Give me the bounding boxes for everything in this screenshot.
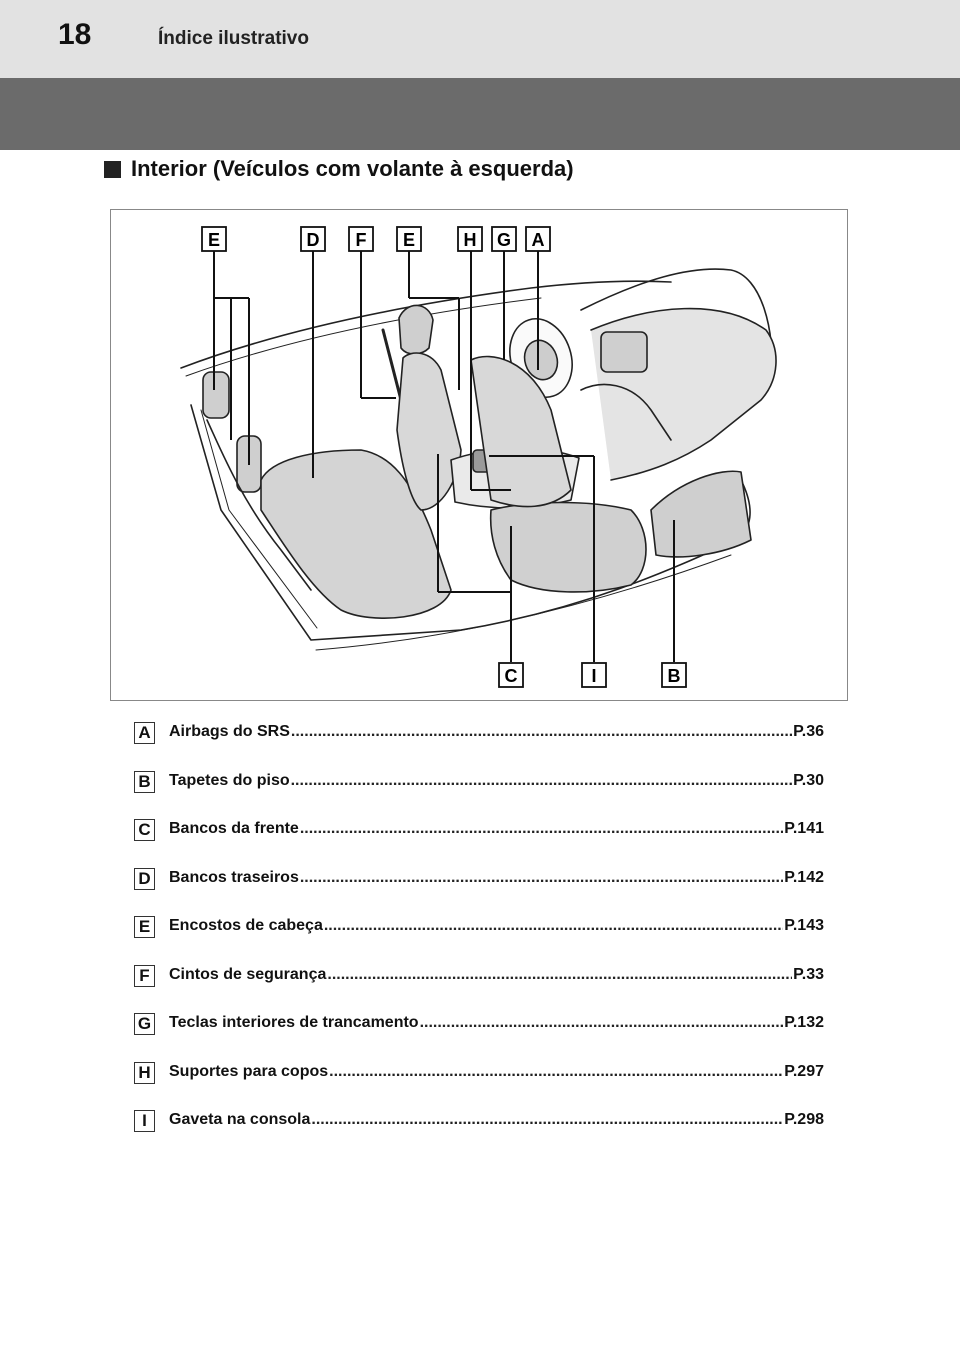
legend-letter: E (134, 916, 155, 938)
legend-item: A Airbags do SRS P.36 (134, 720, 824, 769)
legend-label: Gaveta na consola (169, 1111, 311, 1128)
dot-leader (329, 1060, 783, 1084)
page-reference[interactable]: P.30 (793, 771, 824, 789)
page-reference[interactable]: P.132 (784, 1014, 824, 1031)
callout-label: D (307, 230, 320, 250)
legend-label: Bancos da frente (169, 820, 299, 837)
legend-entry[interactable]: Teclas interiores de trancamento P.132 (169, 1011, 824, 1035)
page-reference[interactable]: P.36 (793, 723, 824, 740)
legend-item: E Encostos de cabeça P.143 (134, 914, 824, 963)
callout-label: C (505, 666, 518, 686)
callout-label: B (668, 666, 681, 686)
page-reference[interactable]: P.141 (784, 820, 824, 837)
legend-letter: C (134, 819, 155, 841)
legend-item: I Gaveta na consola P.298 (134, 1108, 824, 1157)
square-bullet-icon (104, 160, 121, 178)
legend-item: H Suportes para copos P.297 (134, 1060, 824, 1109)
legend-label: Airbags do SRS (169, 723, 290, 740)
legend-entry[interactable]: Airbags do SRS P.36 (169, 720, 824, 744)
legend-letter: A (134, 722, 155, 744)
callout-labels: E D F E H G A C I B (201, 226, 687, 688)
legend-letter: G (134, 1013, 155, 1035)
dot-leader (291, 720, 792, 744)
legend-entry[interactable]: Cintos de segurança P.33 (169, 963, 824, 987)
dot-leader (291, 769, 793, 793)
callout-label: A (532, 230, 545, 250)
legend-letter: H (134, 1061, 155, 1084)
chapter-band (0, 78, 960, 150)
legend-label: Encostos de cabeça (169, 917, 323, 934)
section-title-text: Interior (Veículos com volante à esquerd… (131, 156, 574, 181)
legend-letter: B (134, 770, 155, 793)
legend-item: B Tapetes do piso P.30 (134, 769, 824, 818)
callout-label: H (464, 230, 477, 250)
callout-label: G (497, 230, 511, 250)
legend-label: Suportes para copos (169, 1062, 329, 1080)
legend-entry[interactable]: Bancos traseiros P.142 (169, 866, 824, 890)
page-reference[interactable]: P.33 (793, 965, 824, 983)
callout-label: I (591, 666, 596, 686)
running-head-title: Índice ilustrativo (158, 28, 309, 49)
legend-item: G Teclas interiores de trancamento P.132 (134, 1011, 824, 1060)
dot-leader (327, 963, 792, 987)
legend-list: A Airbags do SRS P.36 B Tapetes do piso … (134, 720, 824, 1157)
running-header: 18 Índice ilustrativo (0, 0, 960, 80)
legend-item: C Bancos da frente P.141 (134, 817, 824, 866)
legend-label: Cintos de segurança (169, 965, 327, 983)
dot-leader (311, 1108, 783, 1132)
legend-label: Teclas interiores de trancamento (169, 1014, 419, 1031)
legend-entry[interactable]: Tapetes do piso P.30 (169, 769, 824, 793)
legend-item: D Bancos traseiros P.142 (134, 866, 824, 915)
callout-label: E (208, 230, 220, 250)
interior-illustration: E D F E H G A C I B (110, 209, 848, 701)
legend-entry[interactable]: Encostos de cabeça P.143 (169, 914, 824, 938)
legend-letter: D (134, 867, 155, 890)
legend-letter: F (134, 964, 155, 987)
callout-label: F (356, 230, 367, 250)
dot-leader (324, 914, 783, 938)
legend-entry[interactable]: Bancos da frente P.141 (169, 817, 824, 841)
page-reference[interactable]: P.297 (784, 1062, 824, 1080)
legend-letter: I (134, 1110, 155, 1132)
page-reference[interactable]: P.298 (784, 1111, 824, 1128)
legend-item: F Cintos de segurança P.33 (134, 963, 824, 1012)
dot-leader (420, 1011, 784, 1035)
legend-label: Tapetes do piso (169, 771, 290, 789)
callout-label: E (403, 230, 415, 250)
legend-label: Bancos traseiros (169, 868, 299, 886)
page-reference[interactable]: P.143 (784, 917, 824, 934)
dot-leader (300, 866, 783, 890)
page-number: 18 (58, 18, 92, 51)
page-reference[interactable]: P.142 (784, 868, 824, 886)
dot-leader (300, 817, 783, 841)
legend-entry[interactable]: Suportes para copos P.297 (169, 1060, 824, 1084)
section-title: Interior (Veículos com volante à esquerd… (104, 156, 574, 182)
interior-drawing: E D F E H G A C I B (180, 226, 777, 688)
legend-entry[interactable]: Gaveta na consola P.298 (169, 1108, 824, 1132)
